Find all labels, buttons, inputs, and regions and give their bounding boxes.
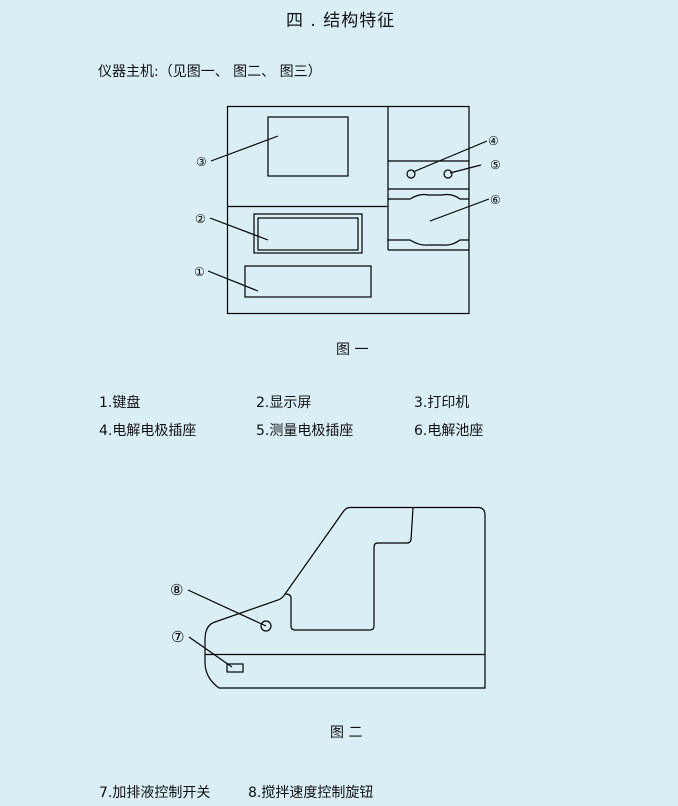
- intro-text: 仪器主机:（见图一、 图二、 图三）: [98, 64, 322, 80]
- instrument-outline: [226, 105, 470, 315]
- callout-3: ③: [196, 155, 207, 169]
- figure-2-caption: 图 二: [330, 725, 363, 741]
- side-outline: [204, 506, 486, 689]
- display-inner: [257, 217, 359, 251]
- instrument-front-view: ① ② ③ ④ ⑤ ⑥: [194, 105, 501, 315]
- legend-item: 2.显示屏: [256, 395, 312, 411]
- callout-1: ①: [194, 265, 205, 279]
- callout-2: ②: [195, 212, 206, 226]
- stir-knob: [260, 620, 272, 632]
- legend-item: 4.电解电极插座: [99, 423, 197, 439]
- legend-item: 5.测量电极插座: [256, 423, 354, 439]
- callout-5: ⑤: [490, 158, 501, 172]
- callout-4: ④: [488, 134, 499, 148]
- measuring-socket: [443, 169, 453, 179]
- figure-1-caption: 图 一: [336, 342, 369, 358]
- legend-item: 1.键盘: [99, 395, 141, 411]
- section-title: 四 . 结构特征: [286, 11, 396, 31]
- electrolysis-socket: [406, 169, 416, 179]
- callout-8: ⑧: [170, 581, 183, 599]
- legend-item: 6.电解池座: [414, 423, 484, 439]
- legend-item: 7.加排液控制开关: [99, 785, 211, 801]
- legend-item: 3.打印机: [414, 395, 470, 411]
- display-outer: [253, 213, 363, 254]
- instrument-side-view: ⑧ ⑦: [170, 506, 486, 689]
- keyboard-shape: [244, 265, 372, 298]
- legend-item: 8.搅拌速度控制旋钮: [248, 785, 374, 801]
- printer-shape: [267, 116, 349, 177]
- callout-7: ⑦: [171, 628, 184, 646]
- drain-switch: [226, 663, 244, 673]
- callout-6: ⑥: [490, 193, 501, 207]
